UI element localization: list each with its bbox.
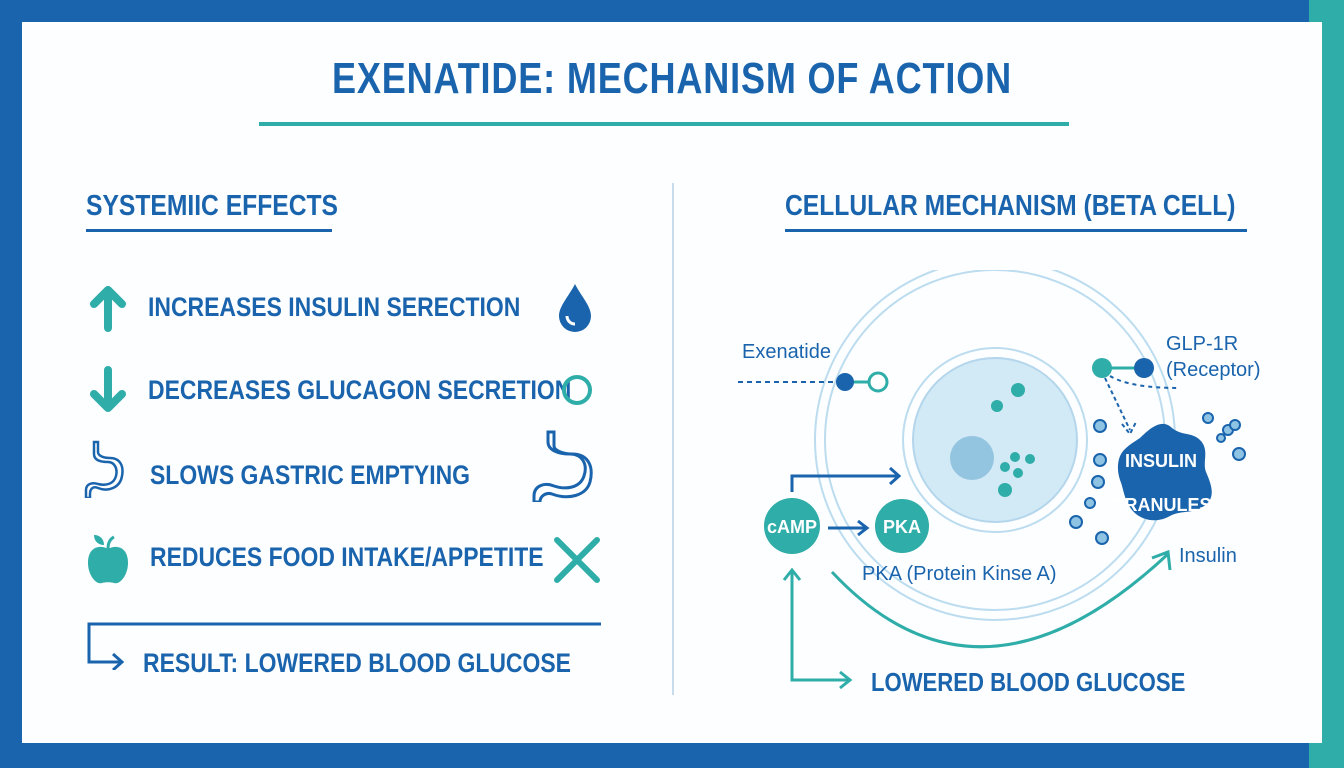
systemic-effects-heading: SYSTEMIIC EFFECTS [86,190,339,222]
page-title: EXENATIDE: MECHANISM OF ACTION [331,54,1013,103]
pka-node: PKA [875,499,929,553]
insulin-granule-dots [1069,412,1246,545]
apple-icon [88,535,128,584]
camp-to-pka-arrow [828,519,870,537]
insulin-release-arrow [830,549,1172,649]
svg-text:PKA: PKA [883,517,921,537]
granules-sublabel: GRANULES [1110,495,1211,515]
nucleus [902,347,1088,533]
section-divider [672,183,674,695]
camp-to-nucleus-arrow [790,466,902,492]
cellular-result-text: LOWERED BLOOD GLUCOSE [871,667,1186,697]
arrow-up-icon [90,286,126,332]
exenatide-label: Exenatide [742,341,831,363]
exenatide-molecule-icon [738,371,889,393]
insulin-granules-blob [1117,423,1212,521]
glucose-feedback-arrow [782,567,853,690]
effect-item-label: DECREASES GLUCAGON SECRETION [148,375,572,405]
svg-text:cAMP: cAMP [767,517,817,537]
camp-node: cAMP [764,498,820,554]
beta-cell-diagram: Exenatide GLP-1R (Receptor) INSULIN GRAN… [738,270,1260,690]
pka-caption: PKA (Protein Kinse A) [862,563,1057,585]
effect-item-label: SLOWS GASTRIC EMPTYING [150,460,471,490]
glp1-receptor-icon [1092,358,1181,436]
granules-label: INSULIN [1125,451,1197,471]
receptor-sublabel: (Receptor) [1166,359,1260,381]
insulin-label: Insulin [1179,545,1237,567]
stomach-icon [532,430,593,502]
droplet-icon [559,284,591,332]
receptor-label: GLP-1R [1166,333,1238,355]
title-underline [259,122,1069,126]
effect-item-label: INCREASES INSULIN SERECTION [148,292,521,322]
systemic-result-text: RESULT: LOWERED BLOOD GLUCOSE [143,648,571,678]
result-connector-arrow [87,622,601,670]
cellular-heading-underline [785,229,1247,232]
cellular-mechanism-heading: CELLULAR MECHANISM (BETA CELL) [785,190,1236,222]
arrow-down-icon [90,366,126,412]
stomach-icon [84,440,124,498]
x-icon [554,537,600,583]
systemic-heading-underline [86,229,332,232]
effect-item-label: REDUCES FOOD INTAKE/APPETITE [150,542,544,572]
circle-icon [562,375,592,405]
